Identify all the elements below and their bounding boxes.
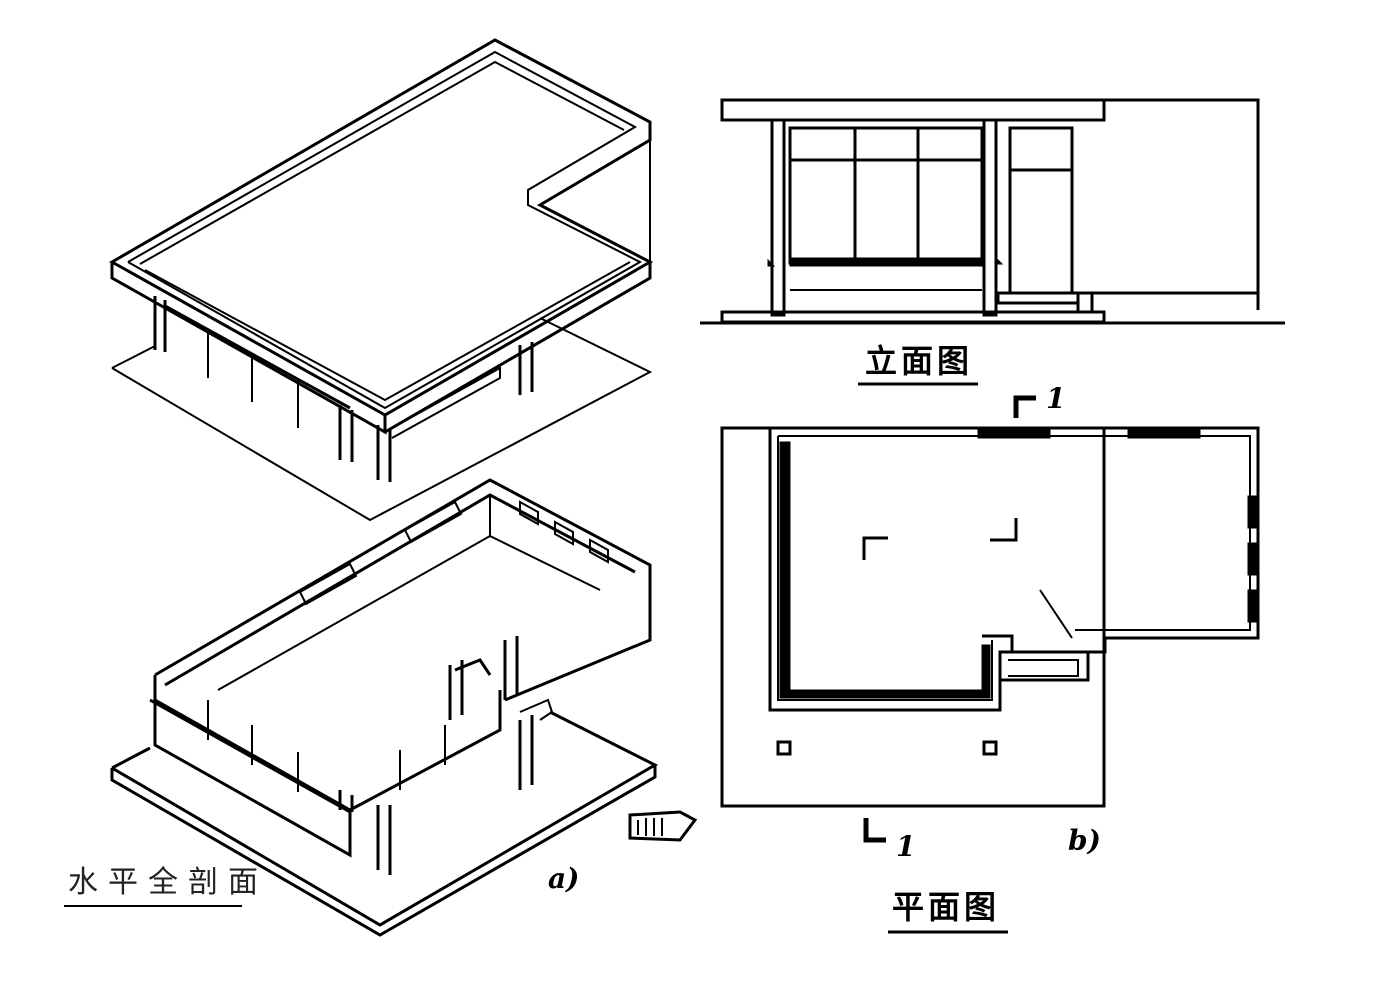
fig-a-label: a): [548, 862, 579, 895]
horizontal-section-caption: 水平全剖面: [68, 865, 268, 900]
fig-b-label: b): [1068, 824, 1101, 857]
upper-walls-columns: [153, 296, 534, 482]
plan-view: 1 1 b) 平面图: [720, 382, 1260, 934]
ground-slab: [111, 710, 659, 927]
section-mark-bottom: 1: [896, 830, 915, 863]
elevation-view: 立面图: [700, 98, 1285, 386]
view-direction-icon: [628, 810, 698, 842]
axonometric-views: [108, 38, 698, 937]
roof-slab: [108, 38, 654, 435]
plan-caption: 平面图: [892, 888, 1000, 926]
section-mark-top: 1: [1046, 382, 1065, 415]
upper-ground-plane: [111, 317, 653, 522]
lower-walls-section: [149, 478, 652, 875]
elevation-caption: 立面图: [865, 342, 973, 380]
